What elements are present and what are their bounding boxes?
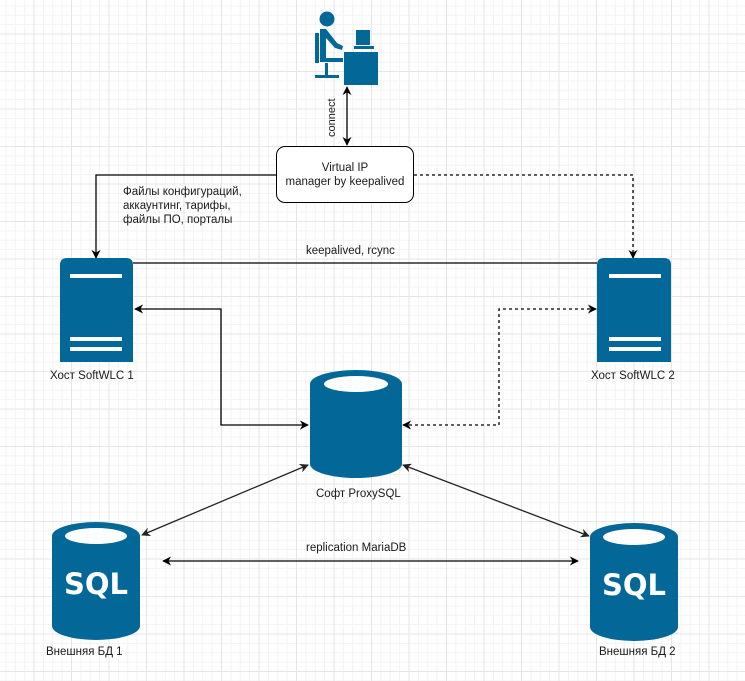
edge-vip-to-host2 [414,174,638,259]
host2-server-icon [597,258,671,362]
host1-server-icon [60,258,133,362]
db2-sql-database-icon: SQL [590,523,678,641]
host2-label: Хост SoftWLC 2 [591,370,675,382]
db1-sql-badge: SQL [64,567,128,601]
vip-to-host1-label-line: файлы ПО, порталы [123,214,233,226]
user-at-desk-icon [315,11,378,85]
db1-label: Внешняя БД 1 [46,646,123,658]
vip-to-host1-label-line: Файлы конфигураций, [123,186,242,198]
edge-proxysql-db2 [402,463,590,538]
host1-label: Хост SoftWLC 1 [50,370,134,382]
vip-to-host1-label: Файлы конфигураций, аккаунтинг, тарифы, … [123,185,242,227]
vip-to-host1-label-line: аккаунтинг, тарифы, [123,200,231,212]
proxysql-label: Софт ProxySQL [316,488,401,500]
edge-host1-proxysql [134,304,309,430]
db2-sql-badge: SQL [602,568,666,602]
connect-edge-label: connect [326,98,338,137]
edge-proxysql-db1 [141,464,309,536]
host-sync-label: keepalived, rcync [306,245,395,257]
vip-label-line2: manager by keepalived [285,175,405,188]
replication-label: replication MariaDB [306,542,407,554]
proxysql-database-icon [310,370,402,478]
virtual-ip-manager-node[interactable]: Virtual IP manager by keepalived [276,146,414,203]
db1-sql-database-icon: SQL [52,522,140,640]
edge-vip-to-host1 [91,174,276,259]
edge-host2-proxysql [402,304,597,430]
db2-label: Внешняя БД 2 [599,646,676,658]
vip-label-line1: Virtual IP [321,161,369,174]
